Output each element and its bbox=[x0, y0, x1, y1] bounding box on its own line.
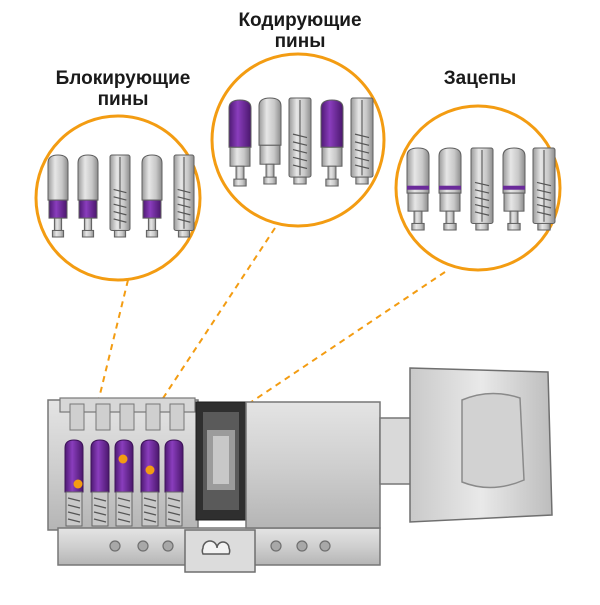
label-blocking-pins: Блокирующие пины bbox=[38, 68, 208, 110]
blocking-pin-3 bbox=[109, 154, 131, 238]
coding-pins-group bbox=[228, 97, 374, 187]
cutaway-pin-2 bbox=[90, 439, 110, 527]
chamber-slot-1 bbox=[69, 403, 85, 431]
blocking-pin-2 bbox=[77, 154, 99, 238]
label-hooks-text: Зацепы bbox=[443, 68, 517, 89]
blocking-pin-1 bbox=[47, 154, 69, 238]
cutaway-pin-3 bbox=[114, 439, 134, 527]
hook-pin-5 bbox=[532, 147, 556, 231]
chamber-slot-2 bbox=[95, 403, 111, 431]
callout-coding-pins bbox=[210, 52, 386, 228]
cutaway-pin-4 bbox=[140, 439, 160, 527]
label-coding-line1: Кодирующие bbox=[238, 10, 362, 31]
leader-line-hooks bbox=[149, 271, 446, 471]
label-coding-line2: пины bbox=[274, 31, 326, 52]
coding-pin-4 bbox=[320, 99, 344, 187]
base-holes bbox=[109, 540, 331, 552]
label-hooks: Зацепы bbox=[420, 68, 540, 89]
knob-neck bbox=[379, 417, 415, 485]
blocking-pins-group bbox=[47, 154, 195, 238]
label-blocking-line1: Блокирующие bbox=[55, 68, 191, 89]
cylinder-right-body bbox=[245, 401, 381, 529]
cam-slot-icon bbox=[201, 540, 231, 555]
coding-pin-2 bbox=[258, 97, 282, 185]
callout-hooks bbox=[394, 104, 562, 272]
hook-pins-group bbox=[406, 147, 556, 231]
hook-pin-4 bbox=[502, 147, 526, 231]
coding-pin-5 bbox=[350, 97, 374, 185]
hook-pin-2 bbox=[438, 147, 462, 231]
label-coding-pins: Кодирующие пины bbox=[210, 10, 390, 52]
label-blocking-line2: пины bbox=[97, 89, 149, 110]
callout-blocking-pins bbox=[34, 114, 202, 282]
pointer-dots bbox=[73, 454, 155, 489]
blocking-pin-5 bbox=[173, 154, 195, 238]
cutaway-pin-stack bbox=[64, 403, 185, 527]
chamber-slot-4 bbox=[145, 403, 161, 431]
leader-lines bbox=[77, 227, 446, 485]
blocking-pin-4 bbox=[141, 154, 163, 238]
leader-line-coding bbox=[122, 227, 276, 460]
lock-cylinder bbox=[47, 367, 553, 573]
coding-pin-3 bbox=[288, 97, 312, 185]
leader-line-blocking bbox=[77, 279, 129, 485]
hook-pin-3 bbox=[470, 147, 494, 231]
coding-pin-1 bbox=[228, 99, 252, 187]
chamber-slot-3 bbox=[119, 403, 135, 431]
cutaway-pin-5 bbox=[164, 439, 184, 527]
chamber-slot-5 bbox=[169, 403, 185, 431]
cutaway-pin-1 bbox=[64, 439, 84, 527]
hook-pin-1 bbox=[406, 147, 430, 231]
